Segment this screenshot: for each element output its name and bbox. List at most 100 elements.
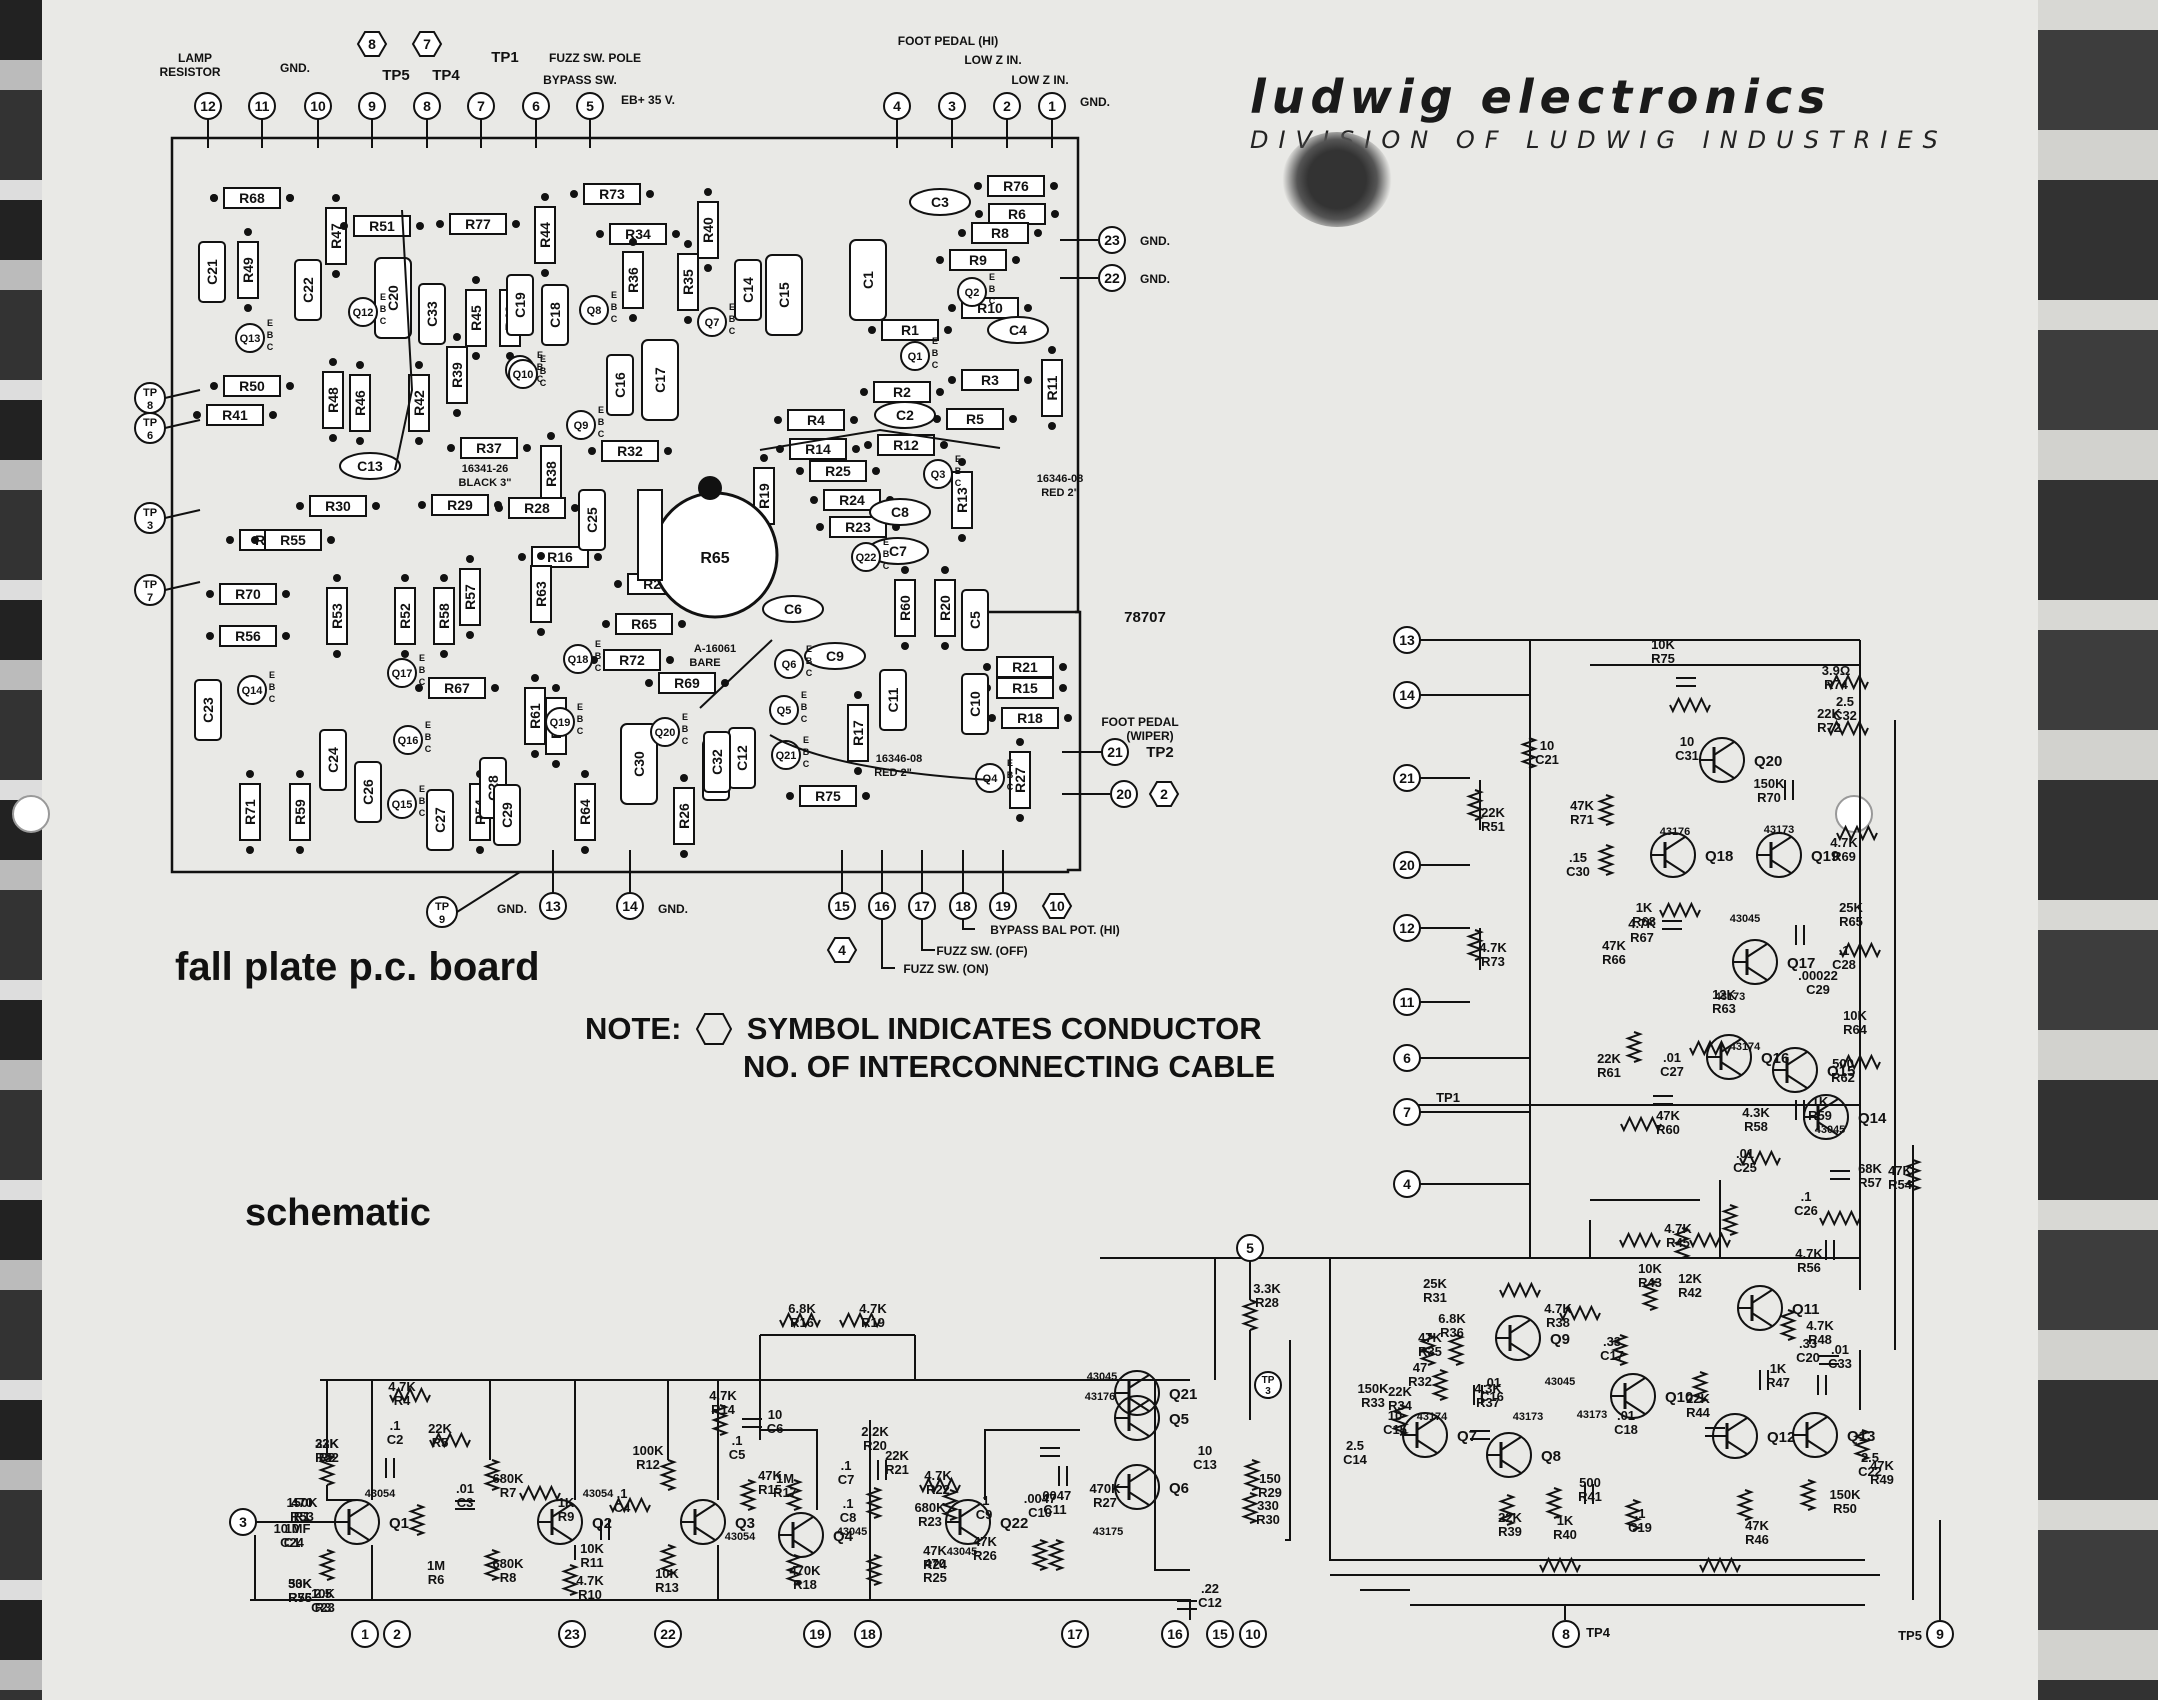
transistor-body bbox=[393, 725, 423, 755]
top-pin-5-ring bbox=[576, 92, 604, 120]
solder-pad bbox=[531, 750, 539, 758]
component-value: 47 bbox=[1413, 1360, 1427, 1375]
jumper-wire bbox=[769, 734, 991, 781]
component-value: 68K bbox=[1858, 1161, 1882, 1176]
component-ref: R50 bbox=[1833, 1501, 1857, 1516]
resistor-symbol bbox=[1827, 673, 1869, 691]
capacitor-C10: C10 bbox=[961, 673, 989, 735]
resistor-symbol bbox=[785, 1479, 803, 1511]
schematic-pin-22-ring bbox=[654, 1620, 682, 1648]
component-value: 3.3K bbox=[1253, 1281, 1281, 1296]
transistor-label: Q16 bbox=[398, 735, 419, 747]
resistor-symbol bbox=[1689, 1231, 1731, 1249]
transistor-label: Q20 bbox=[655, 727, 676, 739]
component-ref: C3 bbox=[457, 1495, 474, 1510]
solder-pad bbox=[983, 663, 991, 671]
transistor-pin-label: B bbox=[801, 702, 808, 712]
solder-pad bbox=[244, 228, 252, 236]
component-value: 22K bbox=[428, 1421, 452, 1436]
hexagon-icon bbox=[696, 1013, 733, 1045]
capacitor-body bbox=[374, 257, 412, 339]
transistor-collector bbox=[1664, 836, 1686, 851]
transistor-type: 43054 bbox=[583, 1488, 614, 1500]
resistor-symbol bbox=[839, 1311, 881, 1329]
transistor-collector bbox=[1128, 1468, 1150, 1483]
schematic-pin-16: 16 bbox=[1167, 1626, 1183, 1642]
resistor-symbol bbox=[318, 1549, 336, 1581]
component-value: .1 bbox=[732, 1433, 743, 1448]
resistor-R45: R45 bbox=[465, 276, 487, 360]
solder-pad bbox=[629, 314, 637, 322]
resistor-label: R55 bbox=[280, 532, 306, 548]
schematic-pin-15-ring bbox=[1206, 1620, 1234, 1648]
pin-13-ring bbox=[539, 892, 567, 920]
resistor-body bbox=[946, 408, 1004, 430]
capacitor-body bbox=[909, 188, 971, 216]
resistor-body bbox=[789, 438, 847, 460]
top-pin-2: 2 bbox=[1003, 98, 1011, 114]
note-prefix: NOTE: bbox=[585, 1011, 682, 1046]
component-value: 150 bbox=[1259, 1471, 1281, 1486]
component-value: 4.7K bbox=[1664, 1221, 1692, 1236]
component-value: 33K bbox=[288, 1576, 312, 1591]
resistor-symbol bbox=[865, 1487, 883, 1519]
solder-pad bbox=[862, 792, 870, 800]
component-value: .0047 bbox=[1039, 1488, 1072, 1503]
capacitor-label: C4 bbox=[1009, 322, 1027, 338]
schematic-pin-11-ring bbox=[1393, 988, 1421, 1016]
solder-pad bbox=[333, 650, 341, 658]
resistor-label: R19 bbox=[756, 483, 772, 509]
schematic-pin-18: 18 bbox=[860, 1626, 876, 1642]
transistor-pin-label: C bbox=[1007, 782, 1014, 792]
solder-pad bbox=[852, 445, 860, 453]
resistor-label: R70 bbox=[235, 586, 261, 602]
top-pin-10-ring bbox=[304, 92, 332, 120]
resistor-label: R26 bbox=[676, 803, 692, 829]
resistor-symbol bbox=[865, 1554, 883, 1586]
transistor-pin-label: C bbox=[598, 429, 605, 439]
transistor-collector bbox=[1416, 1416, 1438, 1431]
component-value: 150K bbox=[1357, 1381, 1389, 1396]
wire-note: RED 2" bbox=[1041, 487, 1079, 499]
component-C2: .1C2 bbox=[387, 1418, 404, 1447]
capacitor-C29: C29 bbox=[493, 784, 521, 846]
schematic-title: schematic bbox=[245, 1192, 431, 1234]
transistor-ref: Q4 bbox=[833, 1528, 854, 1545]
solder-pad bbox=[1016, 814, 1024, 822]
resistor-R64: R64 bbox=[574, 770, 596, 854]
solder-pad bbox=[936, 256, 944, 264]
transistor-type: 43173 bbox=[1513, 1411, 1544, 1423]
component-value: 4.7K bbox=[1806, 1318, 1834, 1333]
component-ref: C4 bbox=[614, 1500, 631, 1515]
component-ref: C27 bbox=[1660, 1064, 1684, 1079]
component-value: 500 bbox=[1579, 1475, 1601, 1490]
component-ref: C5 bbox=[729, 1447, 746, 1462]
transistor-emitter bbox=[1128, 1422, 1150, 1437]
resistor-symbol bbox=[1545, 1487, 1563, 1519]
transistor-collector bbox=[1726, 1417, 1748, 1432]
transistor-collector bbox=[1128, 1374, 1150, 1389]
schematic-pin-23: 23 bbox=[564, 1626, 580, 1642]
component-ref: R53 bbox=[290, 1509, 314, 1524]
schematic-pin-12: 12 bbox=[1399, 920, 1415, 936]
transistor-pin-label: C bbox=[595, 663, 602, 673]
resistor-label: R46 bbox=[352, 390, 368, 416]
schematic-pin-21-ring bbox=[1393, 764, 1421, 792]
top-pin-1: 1 bbox=[1048, 98, 1056, 114]
solder-pad bbox=[193, 411, 201, 419]
capacitor-body bbox=[961, 673, 989, 735]
component-value: 2.5 bbox=[1861, 1450, 1879, 1465]
component-ref: C28 bbox=[1832, 957, 1856, 972]
resistor-label: R29 bbox=[447, 497, 473, 513]
